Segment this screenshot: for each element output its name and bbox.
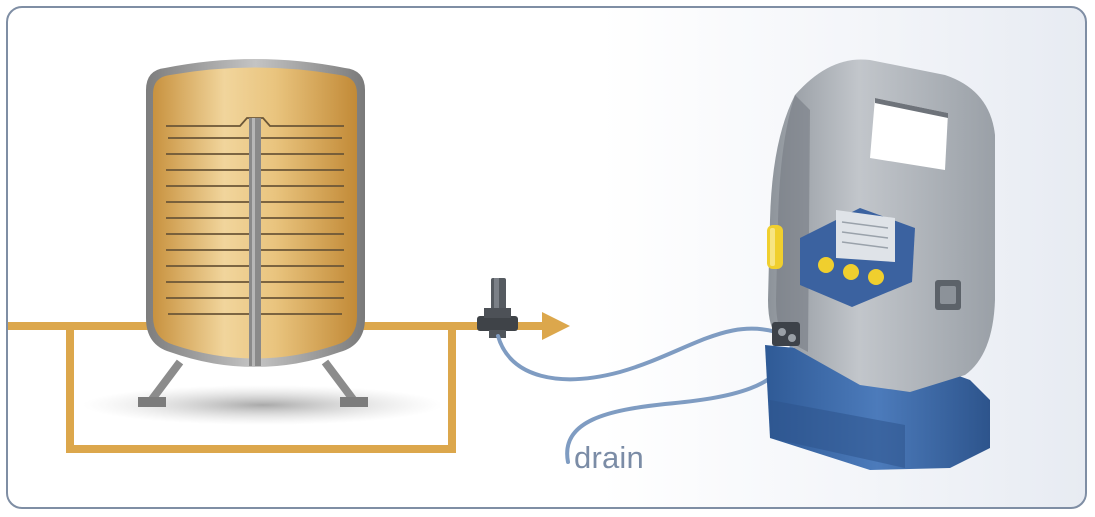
tank-shadow: [83, 385, 443, 425]
portable-analyzer-icon: [765, 59, 995, 470]
button-yellow-2: [843, 264, 859, 280]
tank-with-agitator-icon: [146, 59, 365, 367]
button-yellow-1: [818, 257, 834, 273]
drain-label: drain: [574, 440, 644, 475]
button-yellow-3: [868, 269, 884, 285]
valve-icon: [477, 278, 518, 338]
arrow-right-icon: [542, 312, 570, 340]
tank-legs: [138, 359, 368, 407]
sample-tube: [496, 326, 790, 382]
